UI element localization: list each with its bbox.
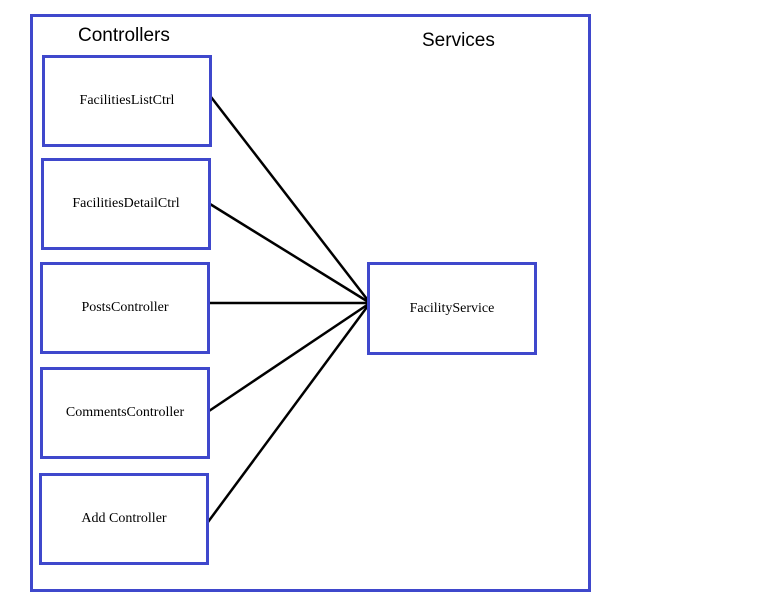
controller-box-comments: CommentsController	[40, 367, 210, 459]
controller-label: Add Controller	[81, 511, 167, 526]
connector-facilities-list	[210, 96, 371, 304]
controller-box-facilities-detail: FacilitiesDetailCtrl	[41, 158, 211, 250]
controller-label: FacilitiesDetailCtrl	[72, 196, 180, 211]
diagram-frame	[30, 14, 591, 592]
connector-facilities-detail	[209, 202, 371, 305]
controller-label: PostsController	[81, 300, 169, 315]
controller-box-posts: PostsController	[40, 262, 210, 354]
connector-add	[206, 302, 372, 523]
controller-label: CommentsController	[65, 405, 185, 420]
service-label: FacilityService	[409, 300, 495, 316]
controller-label: FacilitiesListCtrl	[79, 93, 175, 108]
connector-comments	[208, 301, 371, 413]
controllers-heading: Controllers	[78, 25, 170, 46]
service-box-facility: FacilityService	[367, 262, 537, 355]
controller-box-facilities-list: FacilitiesListCtrl	[42, 55, 212, 147]
services-heading: Services	[422, 30, 495, 51]
controller-box-add: Add Controller	[39, 473, 209, 565]
